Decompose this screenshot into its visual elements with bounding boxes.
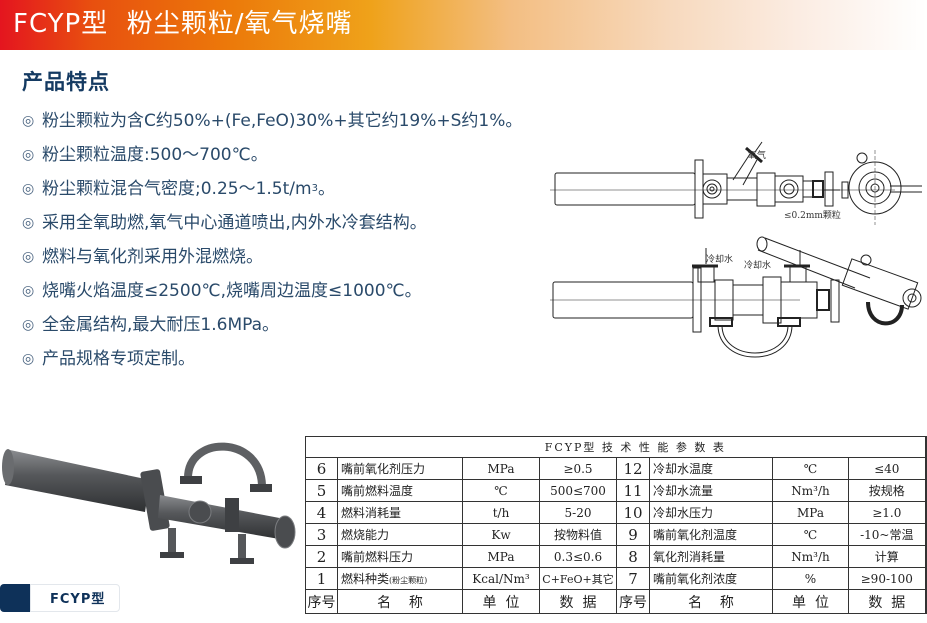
header-banner: FCYP型 粉尘颗粒/氧气烧嘴 (0, 0, 927, 50)
features-list: ◎粉尘颗粒为含C约50%+(Fe,FeO)30%+其它约19%+S约1%。 ◎粉… (22, 108, 522, 380)
double-circle-bullet-icon: ◎ (22, 283, 35, 299)
header-unit: 单 位 (462, 589, 540, 614)
double-circle-bullet-icon: ◎ (22, 181, 35, 197)
double-circle-bullet-icon: ◎ (22, 249, 35, 265)
table-row: 3 燃烧能力 Kw 按物料值 9 嘴前氧化剂温度 ℃ -10~常温 (305, 523, 927, 546)
header-seq: 序号 (305, 589, 338, 614)
header-value: 数 据 (847, 589, 927, 614)
table-row: 4 燃料消耗量 t/h 5-20 10 冷却水压力 MPa ≥1.0 (305, 501, 927, 524)
feature-item: ◎粉尘颗粒为含C约50%+(Fe,FeO)30%+其它约19%+S约1%。 (22, 108, 522, 142)
double-circle-bullet-icon: ◎ (22, 317, 35, 333)
page-title: FCYP型 粉尘颗粒/氧气烧嘴 (13, 9, 353, 39)
double-circle-bullet-icon: ◎ (22, 351, 35, 367)
double-circle-bullet-icon: ◎ (22, 147, 35, 163)
table-title-row: FCYP型 技 术 性 能 参 数 表 (304, 436, 927, 458)
feature-item: ◎产品规格专项定制。 (22, 346, 522, 380)
table-row: 6 嘴前氧化剂压力 MPa ≥0.5 12 冷却水温度 ℃ ≤40 (305, 457, 927, 480)
burner-3d-render (0, 440, 300, 570)
double-circle-bullet-icon: ◎ (22, 215, 35, 231)
header-value: 数 据 (539, 589, 617, 614)
features-heading: 产品特点 (22, 70, 110, 94)
table-header-row: 序号 名 称 单 位 数 据 序号 名 称 单 位 数 据 (305, 589, 927, 614)
cooling-water-in-label: 冷却水 (706, 255, 734, 265)
table-row: 1 燃料种类(粉尘颗粒) Kcal/Nm³ C+FeO+其它 7 嘴前氧化剂浓度… (305, 567, 927, 590)
double-circle-bullet-icon: ◎ (22, 113, 35, 129)
header-name: 名 称 (337, 589, 463, 614)
header-unit: 单 位 (772, 589, 849, 614)
table-row: 2 嘴前燃料压力 MPa 0.3≤0.6 8 氧化剂消耗量 Nm³/h 计算 (305, 545, 927, 568)
feature-item: ◎粉尘颗粒温度:500～700℃。 (22, 142, 522, 176)
table-row: 5 嘴前燃料温度 ℃ 500≤700 11 冷却水流量 Nm³/h 按规格 (305, 479, 927, 502)
feature-item: ◎烧嘴火焰温度≤2500℃,烧嘴周边温度≤1000℃。 (22, 278, 522, 312)
model-badge: FCYP型 (0, 584, 120, 612)
feature-item: ◎采用全氧助燃,氧气中心通道喷出,内外水冷套结构。 (22, 210, 522, 244)
cooling-water-out-label: 冷却水 (744, 261, 772, 271)
badge-label: FCYP型 (50, 592, 106, 607)
header-seq: 序号 (616, 589, 650, 614)
feature-item: ◎燃料与氧化剂采用外混燃烧。 (22, 244, 522, 278)
header-name: 名 称 (649, 589, 773, 614)
oxygen-label: 氧气 (748, 151, 767, 161)
burner-side-view-drawing: 氧气 ≤0.2mm颗粒 (550, 140, 925, 225)
particle-size-label: ≤0.2mm颗粒 (784, 211, 841, 221)
feature-item: ◎全金属结构,最大耐压1.6MPa。 (22, 312, 522, 346)
spec-table: FCYP型 技 术 性 能 参 数 表 6 嘴前氧化剂压力 MPa ≥0.5 1… (304, 436, 927, 614)
table-title: FCYP型 技 术 性 能 参 数 表 (304, 436, 927, 458)
burner-cooling-drawing: 冷却水 冷却水 (550, 230, 925, 370)
